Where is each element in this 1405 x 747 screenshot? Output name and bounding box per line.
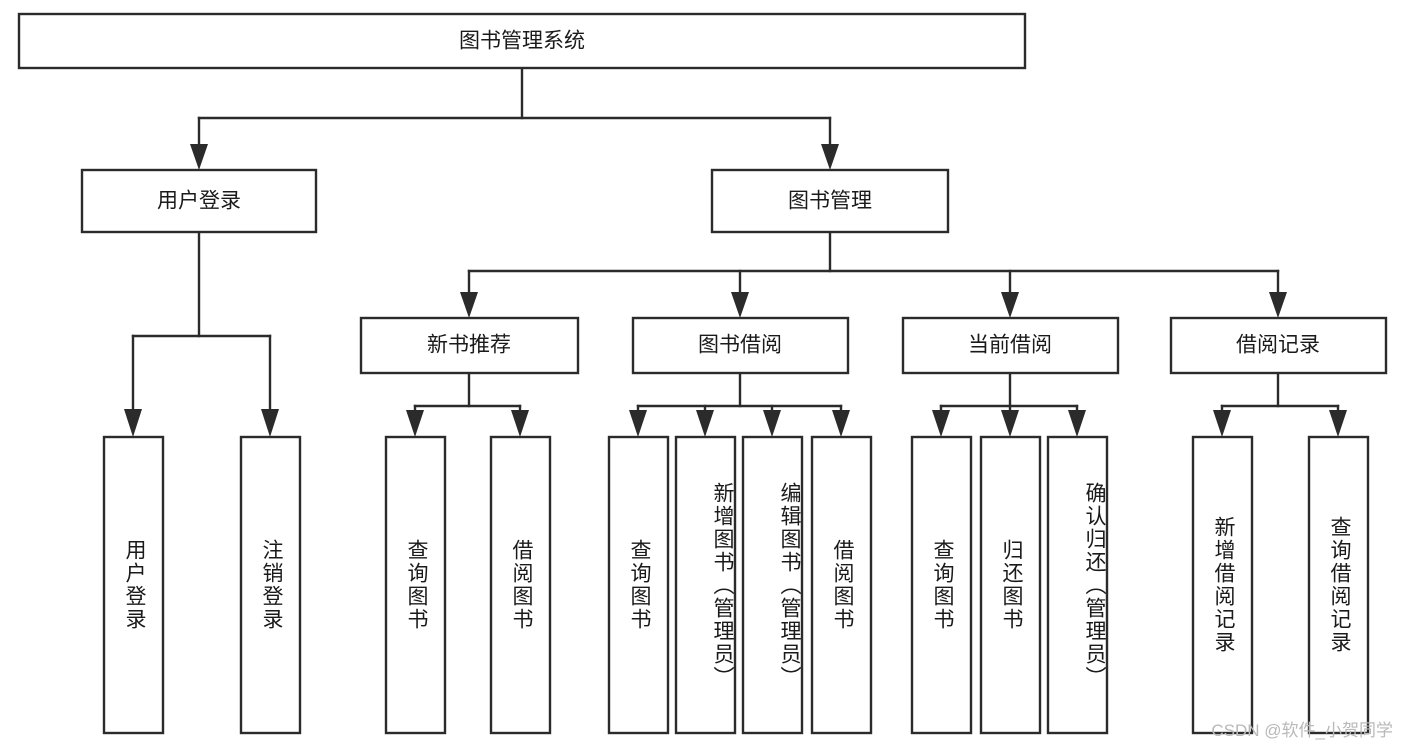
arrow-head-icon	[696, 410, 714, 437]
node-label-root: 图书管理系统	[459, 30, 585, 53]
node-label-book-manage: 图书管理	[788, 190, 872, 213]
node-box-leaf-borrow-book-2[interactable]	[810, 435, 873, 735]
arrow-head-icon	[763, 410, 781, 437]
node-box-leaf-add-book[interactable]	[674, 435, 737, 735]
node-box-leaf-return-book[interactable]	[979, 435, 1042, 735]
node-box-borrow-record[interactable]	[1169, 316, 1388, 375]
connector-group-user-login	[124, 230, 279, 437]
arrow-head-icon	[832, 410, 850, 437]
node-label-book-borrow: 图书借阅	[698, 334, 782, 357]
arrow-head-icon	[1001, 410, 1019, 437]
arrow-head-icon	[1329, 410, 1347, 437]
arrow-head-icon	[731, 292, 749, 318]
connector-group-new-book-rec	[406, 371, 529, 437]
node-box-new-book-rec[interactable]	[359, 316, 580, 375]
node-box-leaf-query-book-1[interactable]	[384, 435, 447, 735]
node-box-user-login[interactable]	[80, 168, 318, 234]
node-box-root[interactable]	[17, 12, 1027, 70]
connector-group-borrow-record	[1213, 371, 1347, 437]
arrow-head-icon	[190, 144, 208, 170]
connector-group-book-manage	[460, 230, 1287, 318]
arrow-head-icon	[1001, 292, 1019, 318]
node-box-leaf-user-login[interactable]	[102, 435, 165, 735]
arrow-head-icon	[1213, 410, 1231, 437]
node-box-leaf-logout[interactable]	[239, 435, 302, 735]
connector-group-current-borrow	[932, 371, 1086, 437]
node-label-current-borrow: 当前借阅	[968, 334, 1052, 357]
arrow-head-icon	[261, 409, 279, 437]
node-label-user-login: 用户登录	[157, 190, 241, 213]
node-label-borrow-record: 借阅记录	[1236, 334, 1320, 357]
arrow-head-icon	[1269, 292, 1287, 318]
node-box-current-borrow[interactable]	[901, 316, 1120, 375]
node-box-leaf-query-book-2[interactable]	[607, 435, 670, 735]
node-box-book-manage[interactable]	[710, 168, 950, 234]
node-box-leaf-edit-book[interactable]	[741, 435, 804, 735]
arrow-head-icon	[406, 410, 424, 437]
node-label-new-book-rec: 新书推荐	[427, 334, 511, 357]
connector-group-book-borrow	[629, 371, 850, 437]
arrow-head-icon	[932, 410, 950, 437]
arrow-head-icon	[124, 409, 142, 437]
node-box-leaf-query-book-3[interactable]	[910, 435, 973, 735]
node-box-leaf-add-record[interactable]	[1191, 435, 1254, 735]
arrow-head-icon	[1068, 410, 1086, 437]
arrow-head-icon	[460, 292, 478, 318]
arrow-head-icon	[821, 144, 839, 170]
node-box-leaf-borrow-book-1[interactable]	[489, 435, 552, 735]
arrow-head-icon	[511, 410, 529, 437]
connector-group-root	[190, 66, 839, 170]
watermark-text: CSDN @软件_小贺同学	[1211, 721, 1393, 740]
arrow-head-icon	[629, 410, 647, 437]
node-box-book-borrow[interactable]	[631, 316, 850, 375]
node-box-leaf-confirm-return[interactable]	[1046, 435, 1109, 735]
node-box-leaf-query-record[interactable]	[1307, 435, 1370, 735]
